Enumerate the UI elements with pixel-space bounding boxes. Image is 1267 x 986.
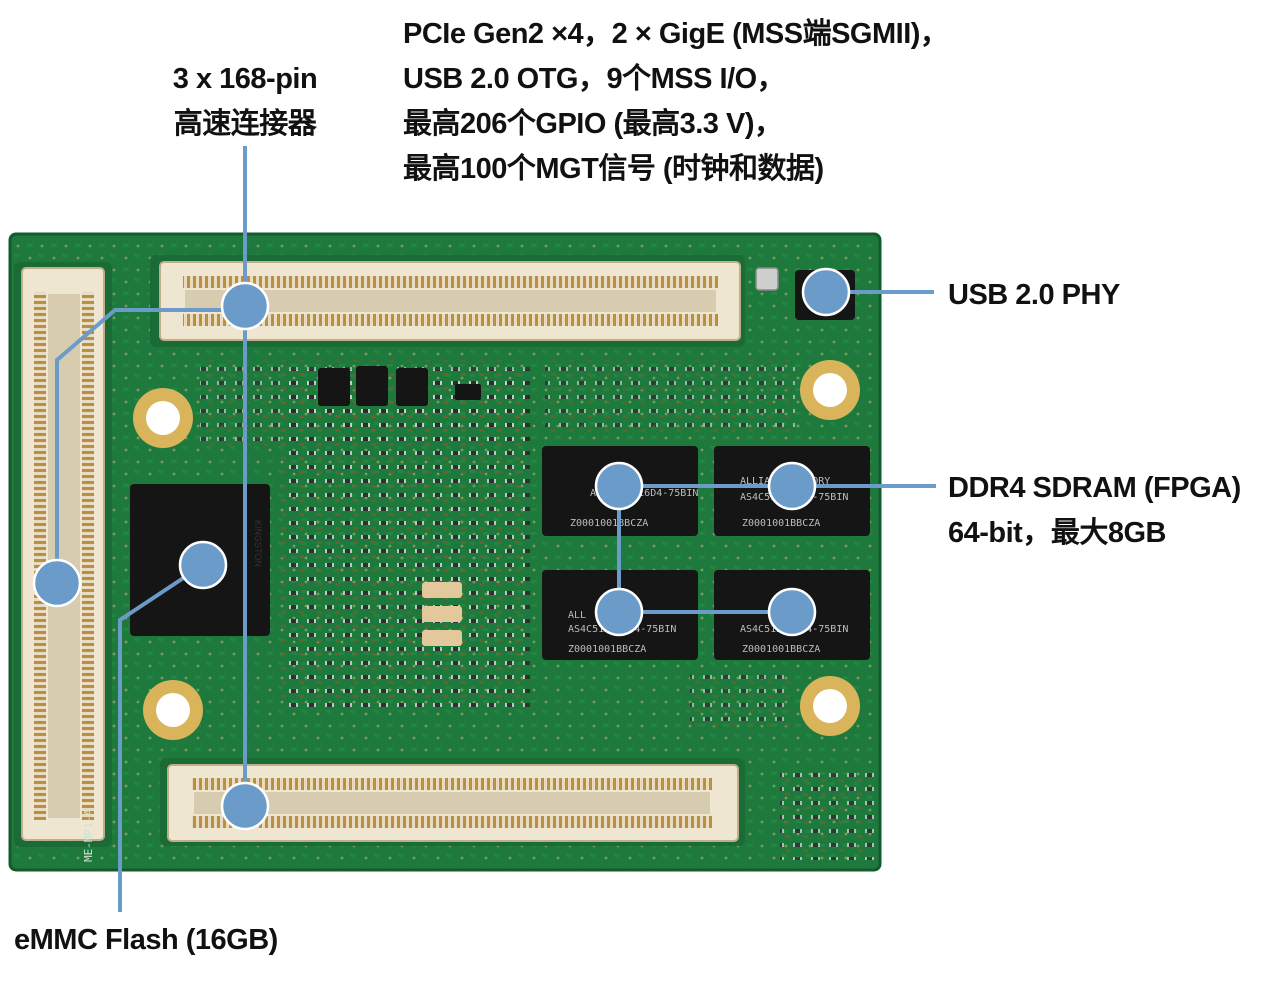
marker-connector-left	[32, 558, 82, 608]
pcb-edge	[8, 232, 882, 872]
svg-text:Z0001001BBCZA: Z0001001BBCZA	[568, 644, 646, 655]
marker-connector-bottom	[220, 781, 270, 831]
marker-ddr-2	[767, 461, 817, 511]
label-ddr: DDR4 SDRAM (FPGA) 64-bit，最大8GB	[948, 466, 1241, 556]
capacitors	[422, 582, 462, 646]
connector-left	[14, 262, 112, 847]
connector-bottom	[160, 758, 745, 846]
label-interfaces-line4: 最高100个MGT信号 (时钟和数据)	[403, 153, 824, 185]
marker-emmc	[178, 540, 228, 590]
marker-connector-top	[220, 281, 270, 331]
label-emmc: eMMC Flash (16GB)	[14, 924, 278, 956]
svg-text:ALL: ALL	[568, 610, 586, 621]
svg-text:Z0001001BBCZA: Z0001001BBCZA	[742, 518, 820, 529]
smd-area-bottom-right	[690, 670, 790, 730]
label-interfaces-line3: 最高206个GPIO (最高3.3 V)，	[403, 108, 783, 140]
mounting-hole-br	[800, 676, 860, 736]
marker-ddr-1	[594, 461, 644, 511]
marker-ddr-4	[767, 587, 817, 637]
markers	[32, 267, 851, 831]
crystal	[755, 267, 779, 291]
svg-text:AS4C512M16D4-75BIN: AS4C512M16D4-75BIN	[590, 488, 698, 499]
label-interfaces-line1: PCIe Gen2 ×4，2 × GigE (MSS端SGMII)，	[403, 18, 949, 50]
label-ddr-line2: 64-bit，最大8GB	[948, 517, 1166, 549]
marker-ddr-3	[594, 587, 644, 637]
label-connector-line1: 3 x 168-pin	[172, 63, 318, 95]
connector-top	[150, 255, 745, 347]
label-usb-phy: USB 2.0 PHY	[948, 279, 1120, 311]
label-interfaces: PCIe Gen2 ×4，2 × GigE (MSS端SGMII)， USB 2…	[403, 12, 949, 192]
label-interfaces-line2: USB 2.0 OTG，9个MSS I/O，	[403, 63, 786, 95]
board-silkscreen: ME-MP1-A	[82, 809, 95, 862]
svg-text:Z0001001BBCZA: Z0001001BBCZA	[570, 518, 648, 529]
label-ddr-line1: DDR4 SDRAM (FPGA)	[948, 472, 1241, 504]
smd-area-corner	[780, 770, 875, 860]
small-ics-top	[318, 366, 481, 406]
svg-text:KINGSTON: KINGSTON	[253, 520, 263, 567]
label-connector: 3 x 168-pin 高速连接器	[150, 57, 340, 147]
mounting-hole-tr	[800, 360, 860, 420]
marker-usb-phy	[801, 267, 851, 317]
smd-area-right	[545, 360, 795, 435]
svg-text:Z0001001BBCZA: Z0001001BBCZA	[742, 644, 820, 655]
mounting-hole-tl	[133, 388, 193, 448]
label-connector-line2: 高速连接器	[173, 108, 317, 140]
mounting-hole-bl	[143, 680, 203, 740]
